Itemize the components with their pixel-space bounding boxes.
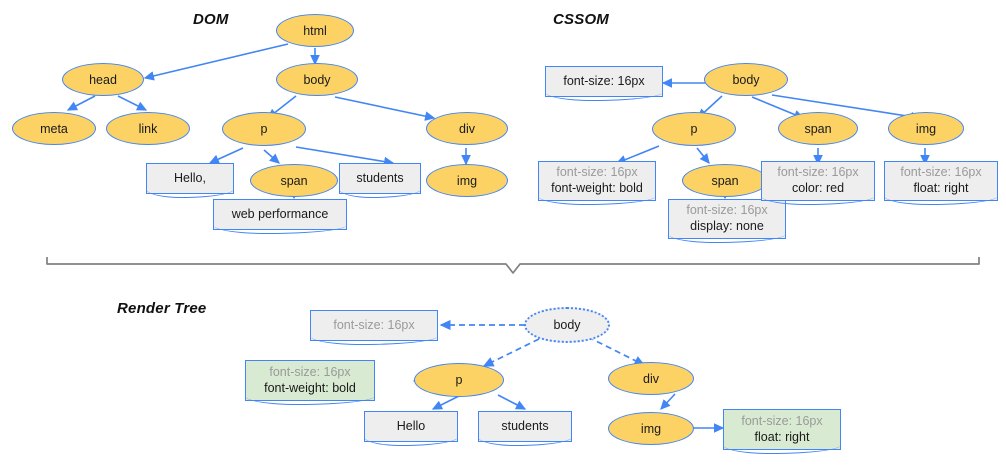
render-rule-p-inherited: font-size: 16px [269, 364, 351, 379]
dom-node-span[interactable]: span [250, 164, 338, 197]
cssom-rule-p-inherited: font-size: 16px [556, 165, 638, 180]
render-text-hello-label: Hello [396, 418, 426, 433]
cssom-node-span-1-label: span [804, 121, 832, 136]
dom-node-head[interactable]: head [62, 63, 144, 96]
render-node-body-label: body [553, 318, 581, 332]
cssom-rule-span-2-inherited: font-size: 16px [686, 203, 768, 218]
render-node-img[interactable]: img [608, 412, 694, 445]
dom-node-p-label: p [260, 122, 268, 136]
cssom-node-p-label: p [690, 122, 698, 136]
dom-node-div-label: div [459, 121, 475, 136]
dom-text-students: students [338, 163, 422, 198]
dom-text-students-label: students [356, 170, 404, 185]
dom-node-link[interactable]: link [106, 112, 190, 145]
dom-node-link-label: link [138, 121, 158, 136]
cssom-node-p[interactable]: p [652, 112, 736, 146]
cssom-node-img-label: img [915, 121, 937, 136]
dom-node-html-label: html [303, 23, 327, 38]
render-text-students-label: students [501, 418, 549, 433]
dom-node-html[interactable]: html [276, 14, 354, 47]
cssom-rule-img: font-size: 16px float: right [883, 161, 999, 205]
section-title-render-tree: Render Tree [117, 300, 207, 317]
render-text-hello: Hello [363, 411, 459, 446]
render-node-p-label: p [455, 373, 463, 387]
cssom-rule-span-1-own: color: red [791, 181, 845, 195]
dom-node-body[interactable]: body [276, 63, 358, 96]
cssom-node-span-1[interactable]: span [778, 112, 858, 145]
dom-text-web-performance: web performance [212, 199, 348, 234]
grouping-brace [46, 257, 980, 274]
render-rule-img-inherited: font-size: 16px [741, 413, 823, 428]
render-rule-p-own: font-weight: bold [264, 380, 356, 395]
dom-node-head-label: head [89, 72, 117, 87]
render-node-p[interactable]: p [414, 363, 504, 397]
render-node-body[interactable]: body [524, 307, 610, 343]
dom-text-hello: Hello, [145, 163, 235, 198]
render-text-students: students [477, 411, 573, 446]
cssom-node-body-label: body [732, 72, 760, 87]
cssom-rule-img-inherited: font-size: 16px [900, 165, 982, 180]
dom-node-meta-label: meta [40, 121, 68, 136]
render-rule-img: font-size: 16px float: right [722, 409, 842, 454]
cssom-rule-span-2: font-size: 16px display: none [667, 199, 787, 243]
render-node-div[interactable]: div [608, 362, 694, 395]
cssom-rule-body-own: font-size: 16px [563, 73, 645, 88]
render-node-div-label: div [643, 371, 659, 386]
dom-node-img[interactable]: img [426, 164, 508, 197]
section-title-dom: DOM [193, 11, 229, 28]
cssom-node-span-2-label: span [711, 173, 739, 188]
render-rule-body-inherited: font-size: 16px [333, 317, 415, 332]
render-node-img-label: img [640, 421, 662, 436]
cssom-rule-p-own: font-weight: bold [551, 181, 643, 195]
dom-node-div[interactable]: div [426, 112, 508, 145]
dom-text-hello-label: Hello, [174, 170, 206, 185]
cssom-node-body[interactable]: body [704, 63, 788, 96]
cssom-rule-img-own: float: right [913, 181, 969, 195]
dom-node-body-label: body [303, 72, 331, 87]
cssom-node-span-2[interactable]: span [682, 164, 768, 197]
dom-node-meta[interactable]: meta [12, 112, 96, 145]
cssom-rule-body: font-size: 16px [544, 66, 664, 101]
cssom-rule-p: font-size: 16px font-weight: bold [537, 161, 657, 205]
dom-node-span-label: span [280, 173, 308, 188]
section-title-cssom: CSSOM [553, 11, 610, 28]
render-rule-body: font-size: 16px [309, 310, 439, 345]
render-rule-img-own: float: right [754, 429, 810, 444]
dom-node-p[interactable]: p [222, 112, 306, 146]
cssom-rule-span-2-own: display: none [690, 219, 764, 233]
render-rule-p: font-size: 16px font-weight: bold [244, 360, 376, 405]
dom-node-img-label: img [456, 173, 478, 188]
cssom-rule-span-1-inherited: font-size: 16px [777, 165, 859, 180]
cssom-node-img[interactable]: img [888, 112, 964, 145]
dom-text-web-performance-label: web performance [231, 206, 329, 221]
cssom-rule-span-1: font-size: 16px color: red [760, 161, 876, 205]
